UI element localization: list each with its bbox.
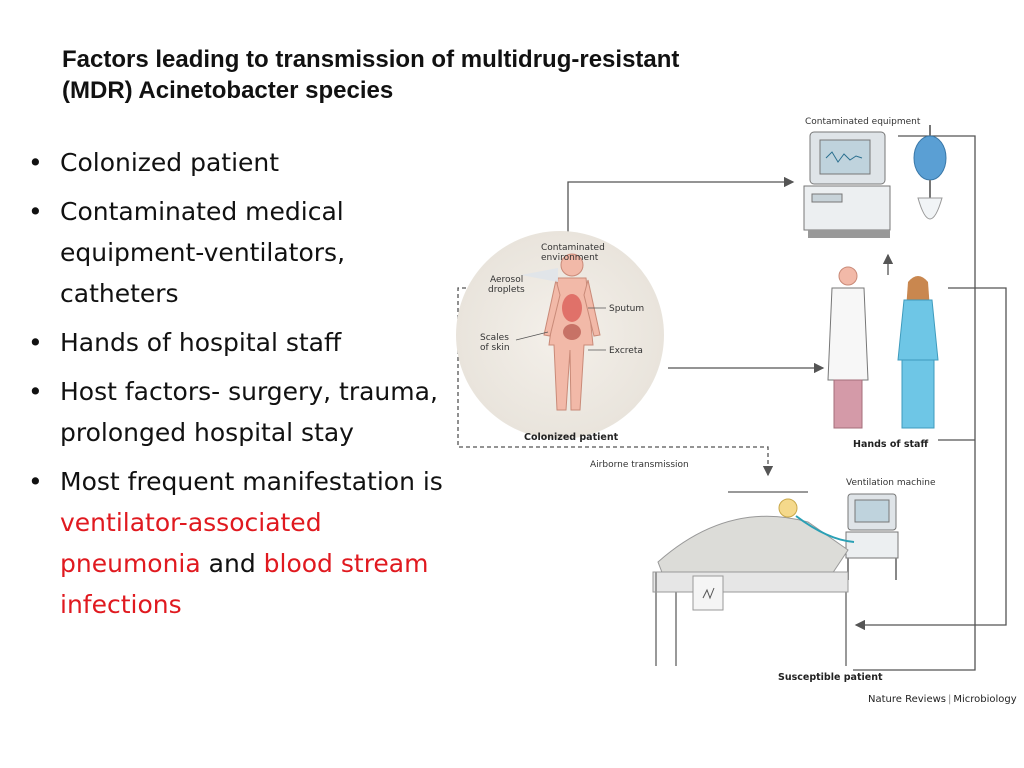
label-colonized-patient: Colonized patient (524, 432, 619, 443)
figure-credit: Nature Reviews|Microbiology (868, 694, 1017, 705)
label-ventilation-machine: Ventilation machine (846, 478, 936, 488)
bullet-item: Hands of hospital staff (28, 322, 448, 363)
susceptible-patient-illustration (652, 491, 855, 666)
highlight-text: blood stream infections (60, 549, 429, 619)
label-susceptible-patient: Susceptible patient (778, 672, 883, 683)
flow-arrows (457, 135, 1007, 671)
label-scales-of-skin: Scales (480, 333, 509, 343)
label-aerosol-droplets: droplets (488, 285, 525, 295)
highlight-text: ventilator-associated pneumonia (60, 508, 322, 578)
transmission-diagram: Contaminated environment Aerosol droplet… (456, 117, 1007, 683)
colonized-patient-illustration (456, 231, 664, 439)
label-scales-of-skin: of skin (480, 343, 510, 353)
bullet-text: Colonized patient (60, 148, 280, 177)
slide-title: Factors leading to transmission of multi… (62, 46, 680, 104)
label-airborne-transmission: Airborne transmission (590, 460, 689, 470)
arrow-airborne (457, 287, 774, 477)
bullet-text: Contaminated medical equipment-ventilato… (60, 197, 346, 308)
bullet-list: Colonized patient Contaminated medical e… (28, 142, 448, 633)
ventilation-machine-illustration (845, 493, 899, 580)
staff-illustration (827, 266, 939, 429)
bullet-text: Hands of hospital staff (60, 328, 342, 357)
label-aerosol-droplets: Aerosol (490, 275, 523, 285)
bullet-item: Contaminated medical equipment-ventilato… (28, 191, 448, 314)
label-sputum: Sputum (609, 304, 644, 314)
credit-separator: | (947, 694, 952, 705)
label-contaminated-environment: Contaminated (541, 243, 605, 253)
label-hands-of-staff: Hands of staff (853, 439, 928, 450)
bullet-text: and (200, 549, 264, 578)
credit-section: Microbiology (953, 694, 1017, 705)
equipment-illustration (803, 125, 947, 238)
label-contaminated-equipment: Contaminated equipment (805, 117, 921, 127)
arrow-equipment-right (853, 135, 976, 671)
bullet-item: Most frequent manifestation is ventilato… (28, 461, 448, 625)
label-excreta: Excreta (609, 346, 643, 356)
credit-journal: Nature Reviews (868, 694, 946, 705)
bullet-text: Most frequent manifestation is (60, 467, 443, 496)
label-contaminated-environment: environment (541, 253, 599, 263)
bullet-item: Colonized patient (28, 142, 448, 183)
bullet-item: Host factors- surgery, trauma, prolonged… (28, 371, 448, 453)
arrow-staff-right (854, 287, 1007, 631)
arrow-patient-to-equipment (567, 176, 795, 240)
bullet-text: Host factors- surgery, trauma, prolonged… (60, 377, 438, 447)
